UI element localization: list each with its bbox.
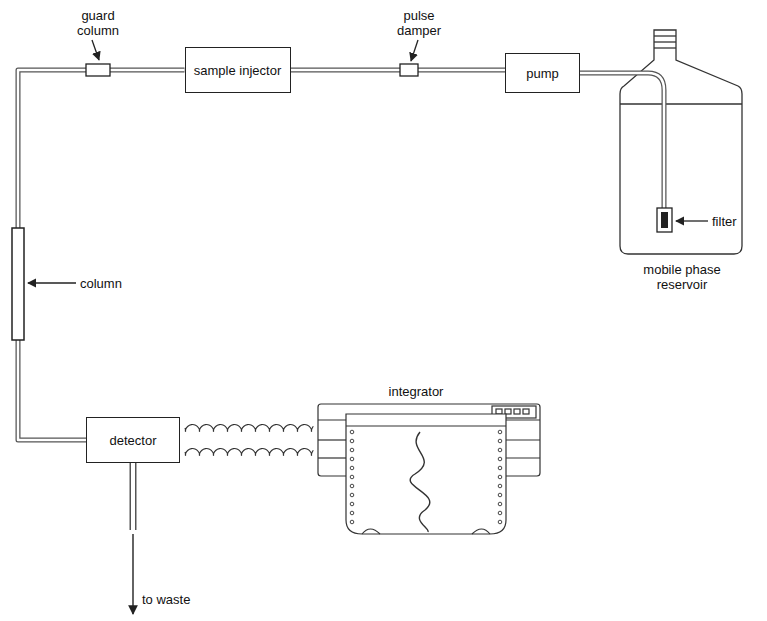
component-name: pump [526, 66, 559, 81]
tubing [18, 70, 185, 440]
component-box: pump [505, 53, 580, 93]
sprocket-hole [350, 439, 354, 443]
sprocket-hole [498, 502, 502, 506]
filter-core [661, 212, 668, 228]
signal-cable [185, 449, 313, 456]
sprocket-hole [498, 448, 502, 452]
sprocket-hole [498, 493, 502, 497]
sprocket-hole [498, 439, 502, 443]
part-label: mobile phase reservoir [621, 262, 743, 292]
drain-tube [130, 463, 137, 530]
sprocket-hole [350, 511, 354, 515]
filter [657, 208, 672, 232]
integrator-printer [318, 404, 540, 534]
sprocket-hole [498, 511, 502, 515]
part-label: guard column [60, 8, 136, 38]
sprocket-hole [498, 475, 502, 479]
leader-lines [28, 40, 708, 283]
component-name: sample injector [194, 63, 281, 78]
tubing-bore [18, 70, 185, 440]
part-label: filter [712, 214, 762, 229]
sprocket-hole [350, 484, 354, 488]
sprocket-hole [350, 493, 354, 497]
waste-arrow [132, 534, 133, 614]
sprocket-hole [498, 520, 502, 524]
tubing [291, 68, 506, 73]
drain-tube-bore [131, 463, 135, 530]
component-name: detector [110, 433, 157, 448]
sprocket-hole [350, 430, 354, 434]
feed-tube-bore [580, 73, 664, 210]
part-label: column [80, 276, 150, 291]
part-label: pulse damper [382, 8, 456, 38]
signal-cables [185, 425, 313, 456]
signal-cable [185, 425, 313, 432]
pulse-damper [400, 64, 418, 76]
tubing-group [18, 70, 185, 440]
sprocket-hole [350, 502, 354, 506]
tubing-group [291, 70, 506, 71]
sprocket-hole [498, 484, 502, 488]
sprocket-hole [350, 520, 354, 524]
feed-tube [580, 73, 664, 210]
sprocket-hole [350, 466, 354, 470]
sprocket-hole [498, 430, 502, 434]
component-box: sample injector [185, 47, 291, 93]
sprocket-hole [350, 457, 354, 461]
sprocket-hole [350, 448, 354, 452]
sprocket-hole [498, 457, 502, 461]
sprocket-hole [350, 475, 354, 479]
part-label: to waste [142, 592, 212, 607]
sprocket-hole [498, 466, 502, 470]
sprocket-holes [350, 430, 502, 524]
column [12, 228, 24, 340]
guard-column [86, 64, 110, 76]
tubing-bore [291, 69, 506, 72]
part-label: integrator [376, 384, 456, 399]
component-box: detector [86, 417, 180, 463]
